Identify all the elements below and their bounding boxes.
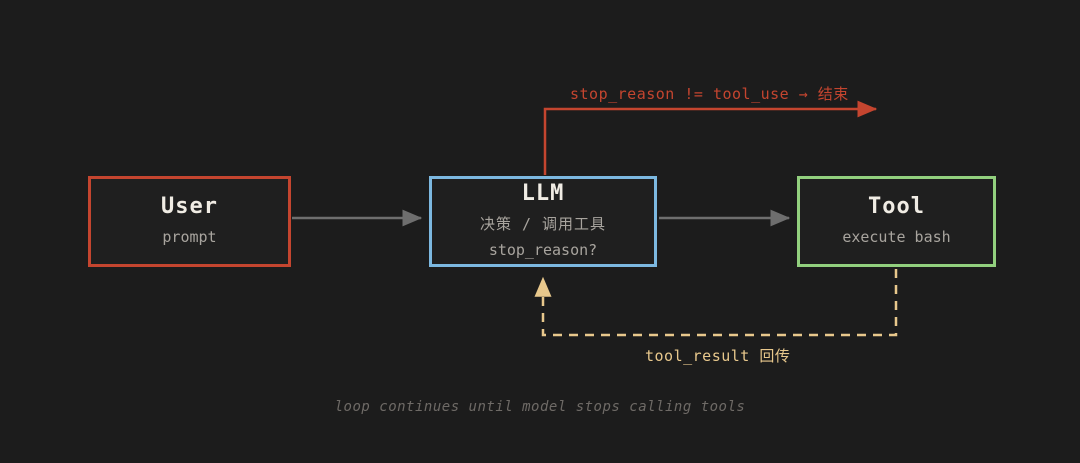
node-llm[interactable]: LLM 决策 / 调用工具 stop_reason? — [429, 176, 657, 267]
edge-llm-exit — [543, 100, 878, 175]
node-llm-title: LLM — [521, 181, 565, 207]
edge-tool-to-llm — [534, 269, 898, 337]
footer-note: loop continues until model stops calling… — [334, 399, 746, 415]
node-tool[interactable]: Tool execute bash — [797, 176, 996, 267]
node-llm-subtitle-cjk: 决策 / 调用工具 — [479, 215, 607, 234]
edge-label-tool-to-llm: tool_result 回传 — [645, 347, 791, 365]
node-user[interactable]: User prompt — [88, 176, 291, 267]
node-user-subtitle: prompt — [162, 228, 217, 247]
edge-label-llm-exit: stop_reason != tool_use → 结束 — [570, 85, 849, 103]
node-user-title: User — [161, 193, 218, 219]
node-tool-title: Tool — [868, 193, 925, 219]
node-tool-subtitle: execute bash — [842, 228, 951, 247]
node-llm-subtitle-code: stop_reason? — [488, 240, 598, 259]
